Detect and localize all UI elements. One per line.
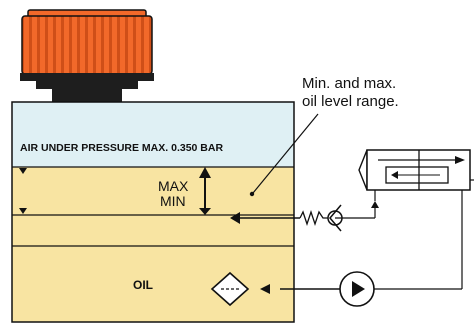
cap-grip	[21, 15, 153, 75]
air-zone	[12, 102, 294, 167]
suction-line	[260, 190, 463, 294]
min-level-label: MIN	[160, 193, 186, 209]
return-line	[230, 212, 300, 224]
filter-icon	[210, 271, 250, 307]
oil-label: OIL	[133, 278, 153, 292]
air-pressure-label: AIR UNDER PRESSURE MAX. 0.350 BAR	[20, 142, 223, 154]
pump-icon	[339, 271, 375, 307]
annotation-point	[249, 191, 255, 197]
max-level-marker-icon	[19, 168, 27, 174]
return-arrow-icon	[230, 212, 240, 224]
max-level-label: MAX	[158, 178, 189, 194]
annotation-line-1: Min. and max.	[302, 75, 396, 92]
suction-arrow-icon	[260, 284, 270, 294]
cap-neck	[36, 81, 138, 89]
annotation-leader-line	[252, 113, 319, 194]
level-range-arrow-icon	[199, 167, 211, 215]
tank-outline	[11, 101, 295, 323]
annotation-line-2: oil level range.	[302, 93, 399, 110]
min-level-marker-icon	[19, 208, 27, 214]
reservoir-tank	[11, 101, 295, 323]
directional-valve-icon	[358, 149, 474, 201]
cap-neck-lower	[52, 89, 122, 103]
cap-flange	[20, 73, 154, 81]
oil-zone	[12, 167, 294, 322]
check-valve-icon	[299, 201, 379, 232]
